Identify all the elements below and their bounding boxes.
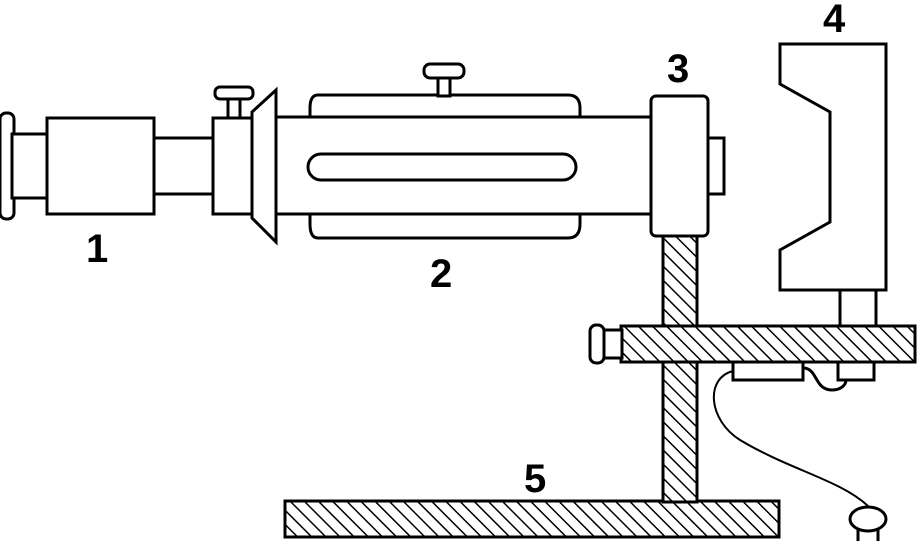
connector-loop: [802, 366, 848, 392]
sample-holder-base: [836, 360, 876, 382]
microscope-tube: [274, 93, 654, 240]
shelf-clamp-knob: [588, 323, 624, 365]
sensor-cable: [712, 370, 869, 507]
tube-flange: [250, 86, 278, 246]
label-part-5: 5: [524, 457, 546, 501]
base-plate: [283, 499, 781, 539]
tube-top-knob: [422, 62, 466, 98]
under-shelf-block: [731, 360, 805, 382]
objective-holder: [649, 94, 726, 238]
label-part-4: 4: [823, 0, 846, 41]
label-part-1: 1: [86, 227, 108, 271]
eyepiece-screw: [213, 85, 255, 120]
label-part-2: 2: [430, 252, 452, 296]
sample-holder: [778, 42, 888, 292]
vertical-post: [661, 230, 699, 504]
label-part-3: 3: [667, 47, 689, 91]
sensor-probe: [848, 505, 888, 541]
eyepiece: [0, 111, 255, 221]
shelf-arm: [619, 324, 917, 364]
sample-holder-stem: [838, 288, 878, 328]
